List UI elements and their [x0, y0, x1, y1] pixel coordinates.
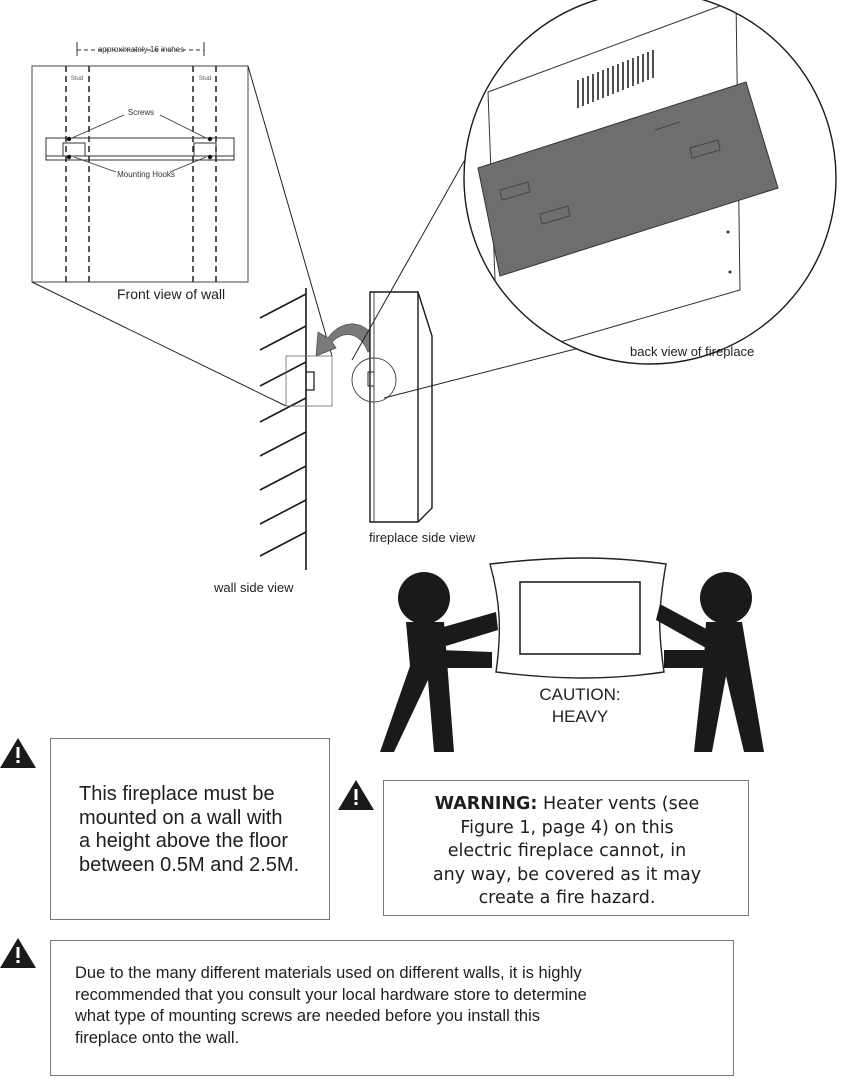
back-view-fireplace	[463, 0, 837, 365]
fireplace-hook	[367, 371, 374, 387]
notice-vents-line1: Heater vents (see	[543, 794, 700, 814]
notice-vents-line2: Figure 1, page 4) on this	[460, 817, 674, 838]
notice-vents-box: WARNING: Heater vents (see Figure 1, pag…	[383, 780, 749, 916]
wall-bracket	[306, 371, 315, 391]
mounting-bracket	[45, 137, 235, 161]
notice-screws-line4: fireplace onto the wall.	[75, 1028, 240, 1047]
warning-icon	[0, 738, 36, 768]
vent-slots	[577, 50, 654, 108]
hook-detail-circle	[351, 357, 397, 403]
dimension-line	[76, 42, 205, 56]
caution-line2: HEAVY	[552, 707, 608, 726]
notice-vents-line3: electric fireplace cannot, in	[447, 841, 687, 861]
stud-right-label: Stud	[199, 76, 211, 82]
fireplace-side-view	[369, 291, 433, 523]
back-panel	[477, 81, 779, 277]
notice-height-line1: This fireplace must be	[79, 783, 275, 805]
notice-screws-line2: recommended that you consult your local …	[75, 985, 587, 1004]
warning-label: WARNING:	[434, 794, 538, 814]
fireplace-side-caption: fireplace side view	[369, 530, 476, 545]
notice-height-box: This fireplace must be mounted on a wall…	[50, 738, 330, 920]
person-left-icon	[380, 572, 498, 752]
wall-front-caption: Front view of wall	[117, 286, 225, 302]
fireplace-carried	[489, 557, 667, 679]
notice-screws-line3: what type of mounting screws are needed …	[75, 1007, 541, 1025]
leader-lines	[71, 114, 207, 173]
notice-height-line3: a height above the floor	[79, 830, 289, 852]
notice-vents-line5: create a fire hazard.	[478, 888, 656, 908]
back-view-caption: back view of fireplace	[630, 344, 754, 359]
notice-screws-box: Due to the many different materials used…	[50, 940, 734, 1076]
mounting-arrow-icon	[315, 323, 379, 357]
wall-bracket-highlight	[285, 355, 333, 407]
notice-screws-text: Due to the many different materials used…	[75, 963, 587, 1049]
notice-vents-line4: any way, be covered as it may	[432, 864, 702, 885]
person-right-icon	[656, 572, 764, 752]
stud-right	[192, 66, 217, 282]
dimension-label: approximately 16 inches	[98, 45, 184, 54]
wall-front-view: approximately 16 inches Stud Stud	[31, 42, 249, 283]
caution-line1: CAUTION:	[539, 685, 620, 704]
notice-vents-text: WARNING: Heater vents (see Figure 1, pag…	[384, 793, 750, 911]
stud-left	[65, 66, 90, 282]
warning-icon	[338, 780, 374, 810]
zoom-lines-wall	[31, 65, 333, 407]
screws-label: Screws	[128, 108, 154, 117]
notice-screws-line1: Due to the many different materials used…	[75, 964, 582, 982]
screw-icon	[66, 136, 213, 160]
wall-side-caption: wall side view	[213, 580, 294, 595]
wall-side-view	[259, 288, 307, 570]
stud-left-label: Stud	[71, 76, 83, 82]
notice-height-line2: mounted on a wall with	[79, 806, 283, 829]
warning-icon	[0, 938, 36, 968]
hooks-label: Mounting Hooks	[117, 170, 175, 179]
notice-height-text: This fireplace must be mounted on a wall…	[79, 783, 299, 877]
notice-height-line4: between 0.5M and 2.5M.	[79, 853, 300, 876]
